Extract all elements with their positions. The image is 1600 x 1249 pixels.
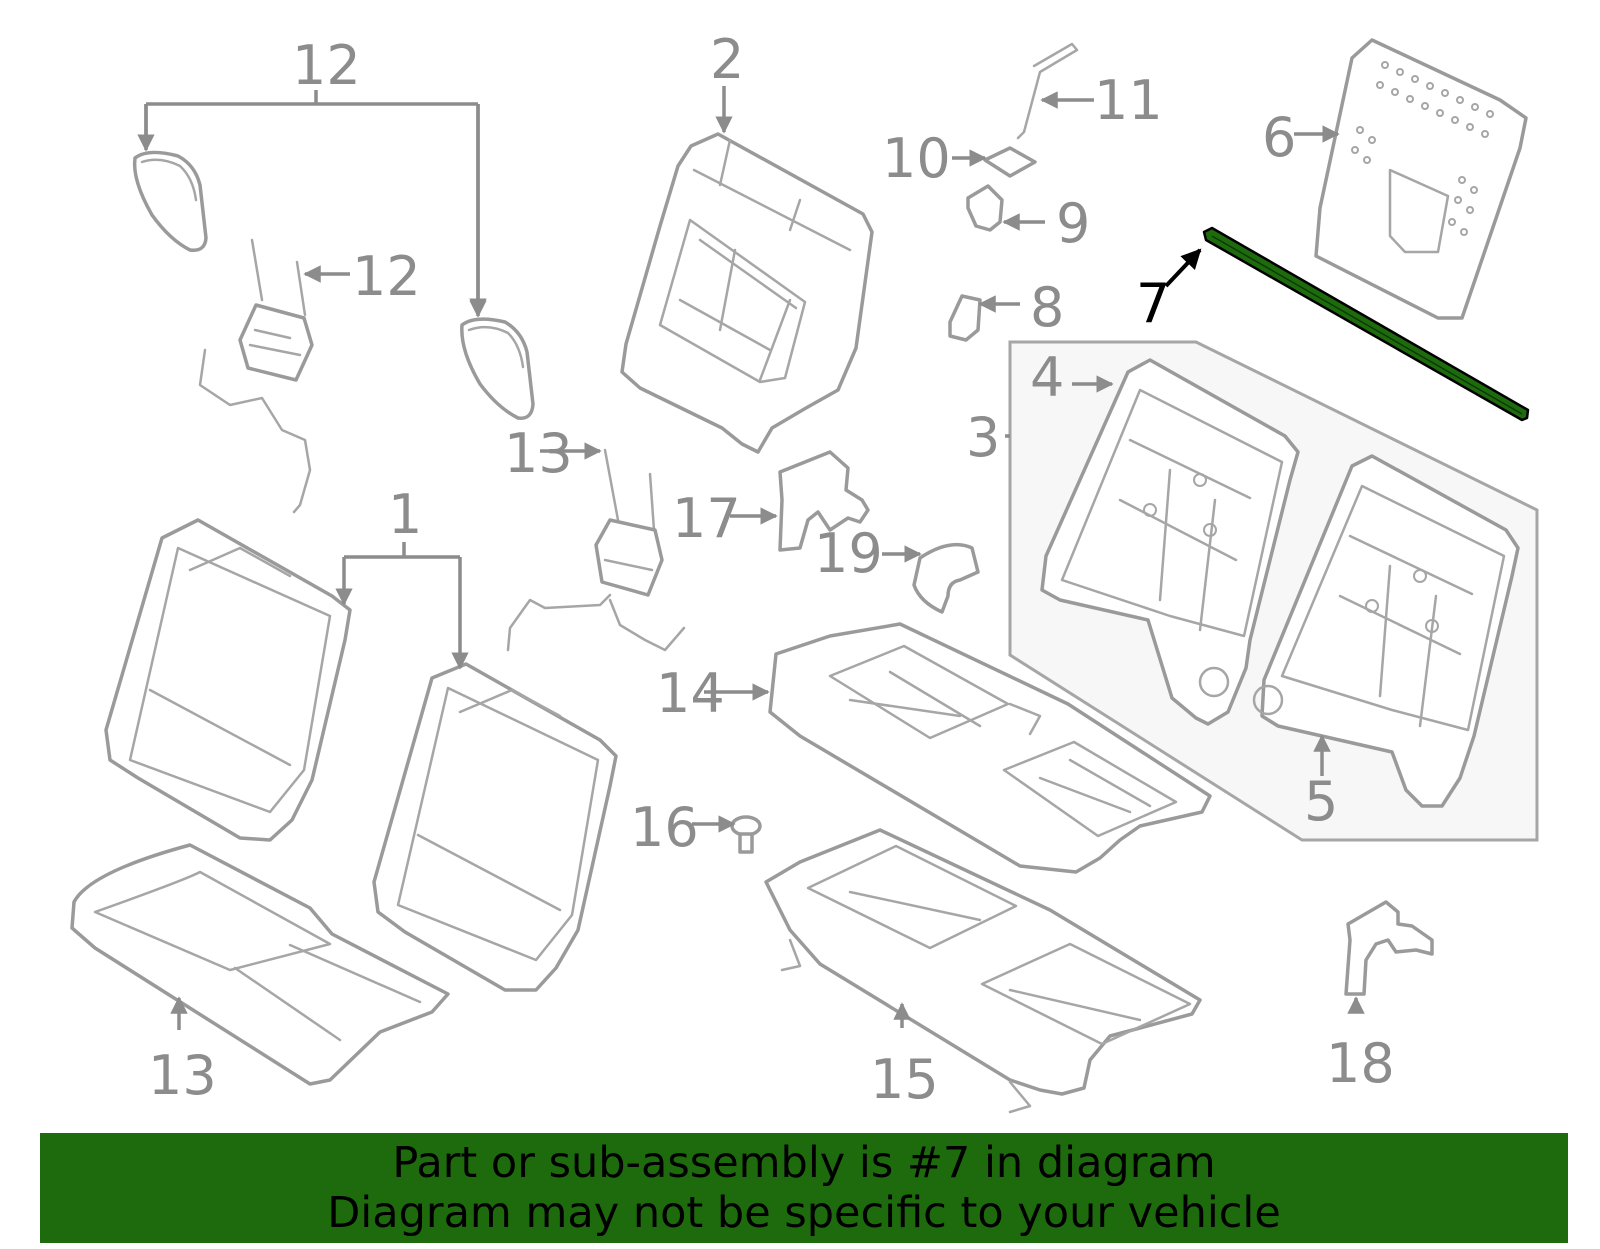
seatback-cushion-right	[372, 662, 618, 992]
callout-8: 8	[1030, 276, 1064, 339]
seatback-cover-2	[620, 132, 874, 454]
callout-19: 18	[1326, 1032, 1395, 1095]
callout-1: 1	[388, 483, 422, 546]
callout-7: 7	[1136, 272, 1170, 335]
callout-18: 17	[672, 487, 741, 550]
callout-4: 4	[1030, 346, 1064, 409]
headrest-right	[460, 317, 535, 420]
callout-17: 16	[630, 796, 699, 859]
seat-pan-16	[764, 828, 1202, 1114]
back-panel-6	[1314, 38, 1528, 320]
parts-diagram: 12 12 13 2 1 13 14 15 16 17 18 19 3 4 5 …	[70, 28, 1539, 1114]
bezel-10	[983, 146, 1037, 178]
callout-15: 14	[656, 662, 725, 725]
callout-14: 13	[148, 1044, 217, 1107]
seat-frame-15	[768, 622, 1212, 874]
callout-3: 3	[966, 406, 1000, 469]
callout-9: 9	[1056, 192, 1090, 255]
callout-10: 10	[882, 127, 951, 190]
callout-labels: 12 12 13 2 1 13 14 15 16 17 18 19 3 4 5 …	[148, 28, 1395, 1111]
headrest-left	[132, 150, 208, 252]
seatback-frame-4	[1040, 358, 1300, 726]
callout-2: 2	[710, 28, 744, 91]
clip-9	[966, 184, 1004, 232]
callout-13-left: 12	[352, 245, 421, 308]
banner-line-part: Part or sub-assembly is #7 in diagram	[392, 1138, 1216, 1188]
trim-20	[912, 542, 980, 614]
bolt-17	[730, 815, 762, 854]
seat-cushion-left	[70, 843, 450, 1086]
rail-part-7-highlighted	[1202, 226, 1530, 422]
leader-lines	[137, 86, 1365, 1030]
latch-cover-8	[948, 294, 982, 342]
banner-line-disclaimer: Diagram may not be specific to your vehi…	[327, 1188, 1281, 1238]
info-banner: Part or sub-assembly is #7 in diagram Di…	[40, 1133, 1568, 1243]
headrest-guide-left	[198, 238, 314, 514]
bracket-18	[778, 450, 870, 552]
callout-12: 12	[292, 34, 361, 97]
callout-11: 11	[1094, 69, 1163, 132]
headrest-guide-center	[506, 448, 686, 652]
callout-6: 6	[1262, 106, 1296, 169]
handle-11	[1016, 42, 1079, 140]
panel-holes	[1351, 61, 1494, 236]
callout-5: 5	[1304, 770, 1338, 833]
callout-20: 19	[814, 522, 883, 585]
callout-16: 15	[870, 1048, 939, 1111]
seatback-frame-5	[1252, 454, 1520, 808]
callout-13-center: 13	[504, 422, 573, 485]
seatback-cushion-left	[104, 518, 352, 842]
bracket-19	[1344, 900, 1434, 996]
